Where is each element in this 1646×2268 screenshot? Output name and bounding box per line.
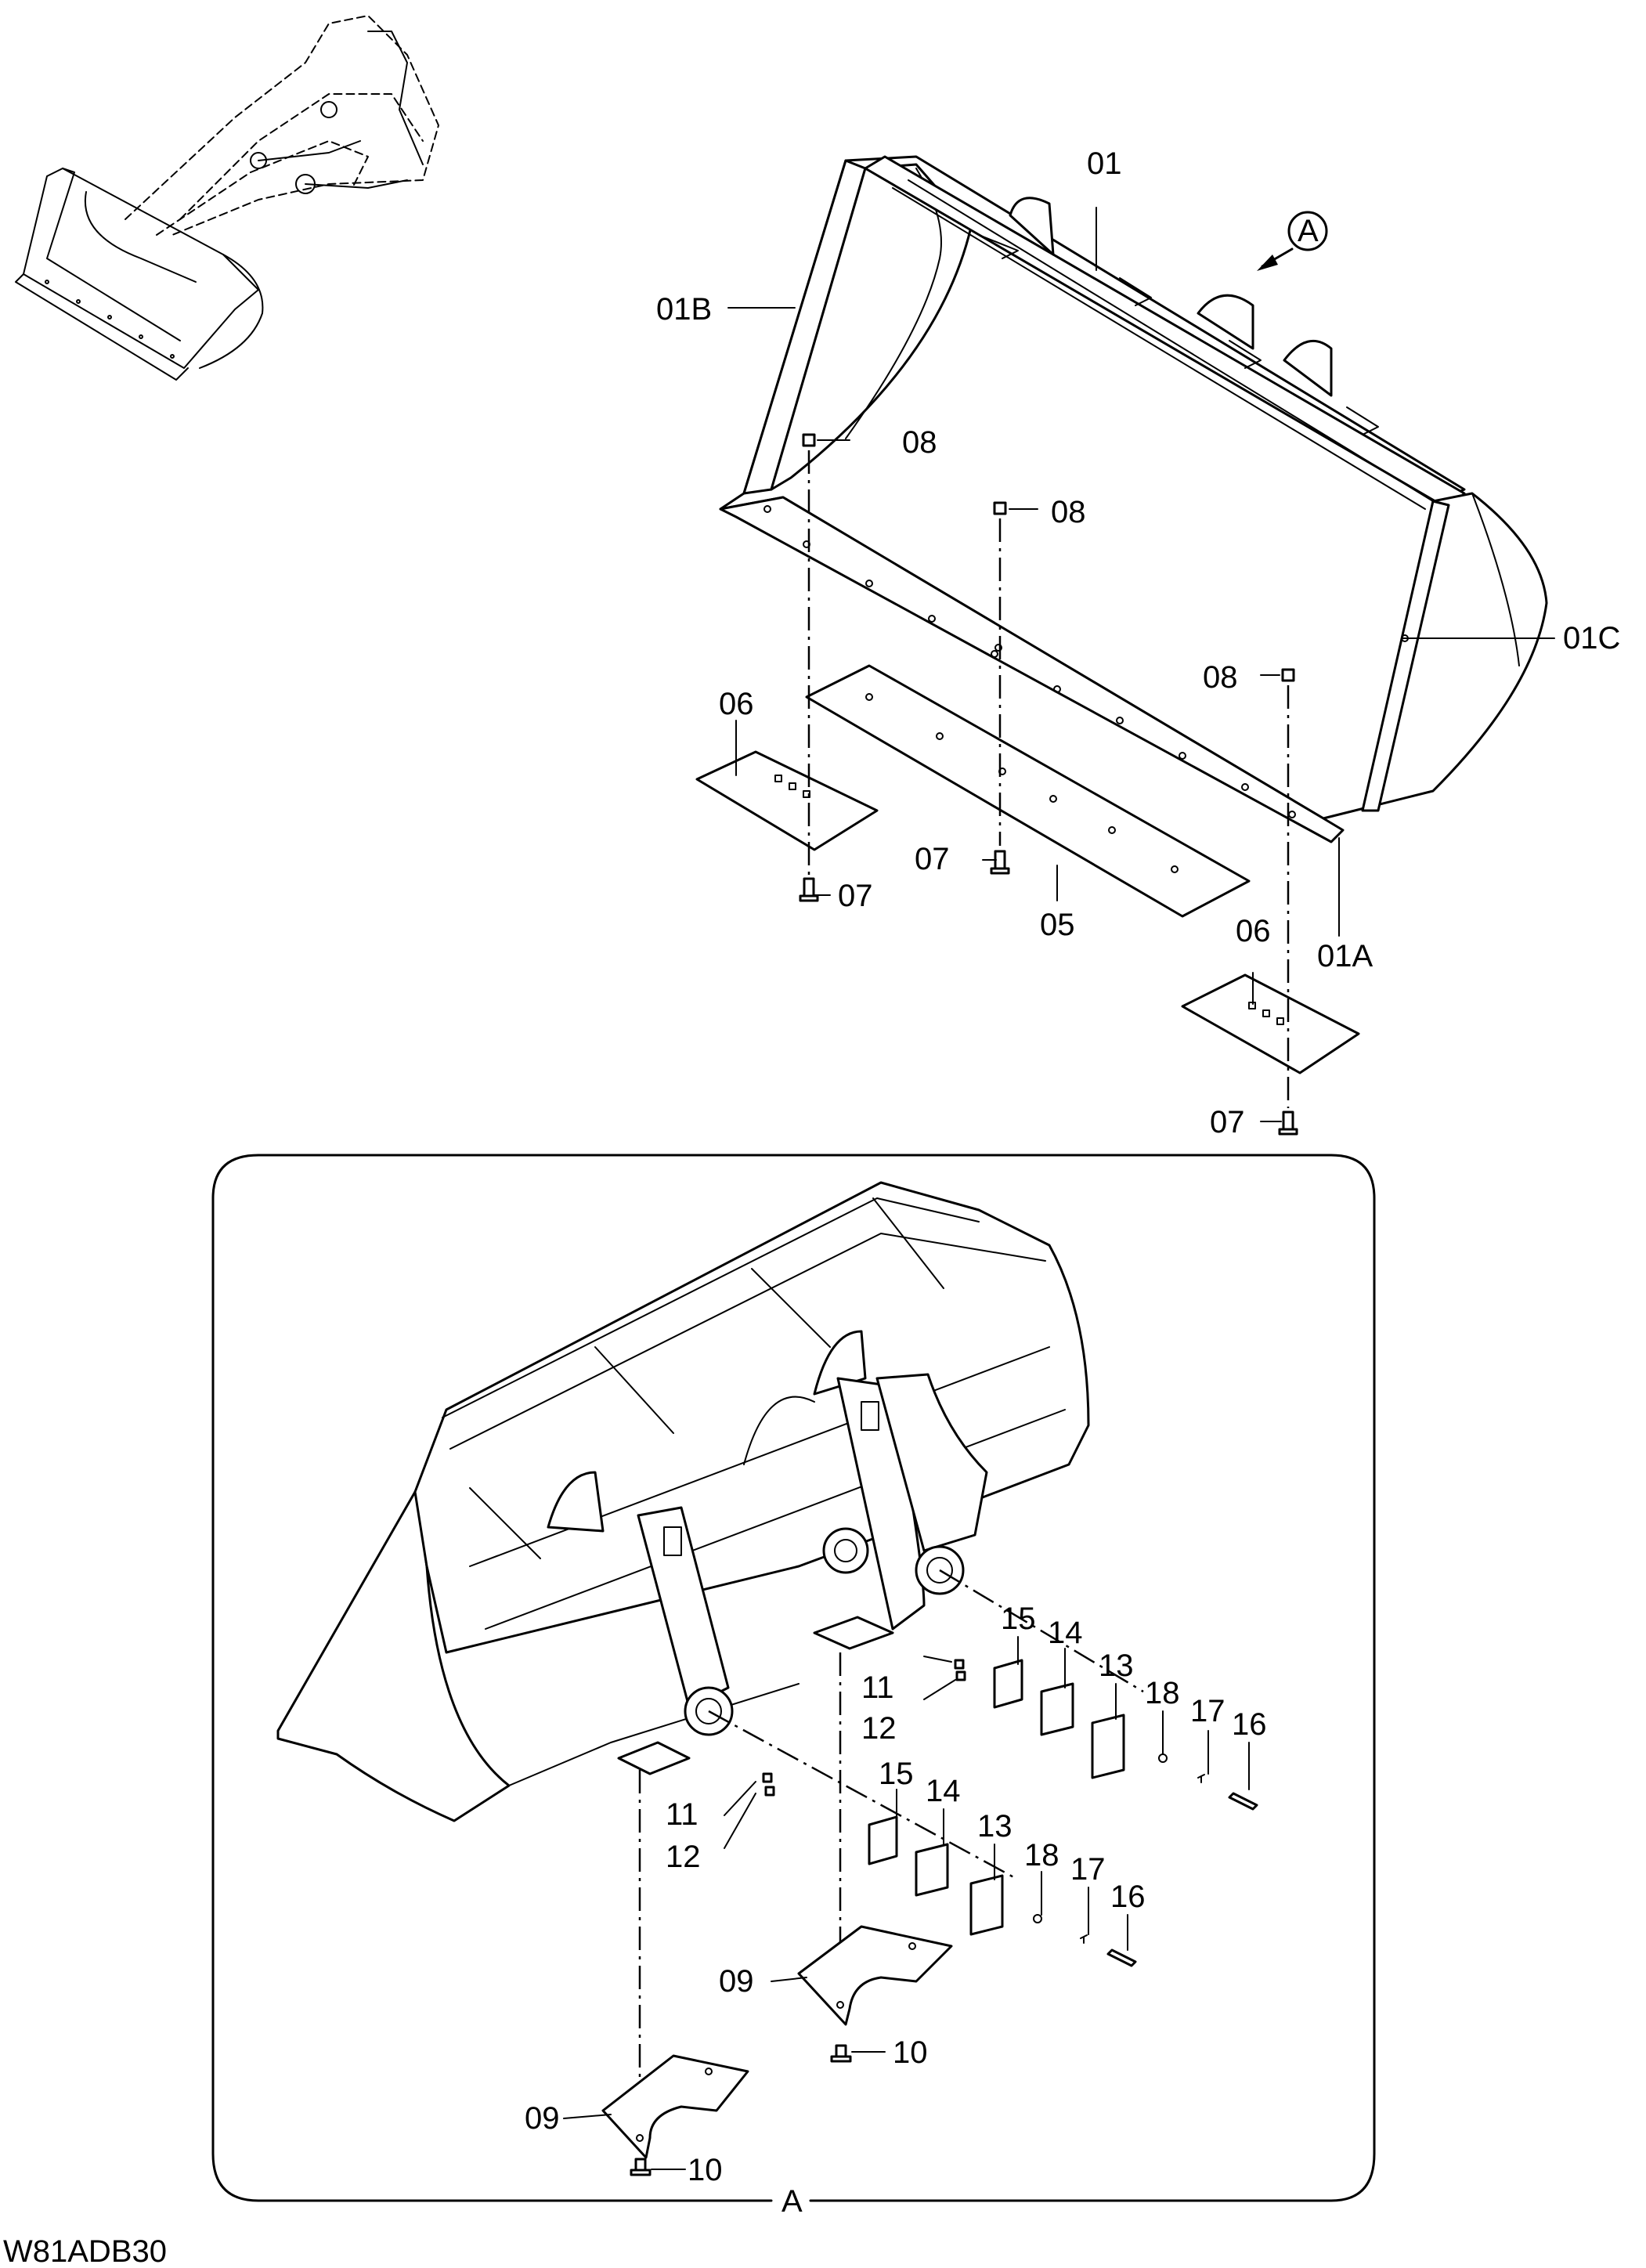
callout-16-a: 16 xyxy=(1232,1707,1267,1742)
callout-13-a: 13 xyxy=(1099,1649,1134,1683)
callout-10-a: 10 xyxy=(893,2035,928,2070)
callout-12-b: 12 xyxy=(666,1840,701,1874)
callout-01B: 01B xyxy=(656,292,712,327)
callout-15-b: 15 xyxy=(879,1757,914,1791)
detail-bucket xyxy=(276,1181,1144,1881)
callout-14-b: 14 xyxy=(926,1774,961,1808)
callout-08-a: 08 xyxy=(902,425,937,460)
callout-18-b: 18 xyxy=(1024,1838,1059,1873)
callout-17-b: 17 xyxy=(1070,1852,1106,1887)
callout-05: 05 xyxy=(1040,908,1075,942)
callout-10-b: 10 xyxy=(688,2153,723,2187)
view-marker-a xyxy=(1257,211,1328,271)
detail-view-a xyxy=(211,1154,1376,2202)
callout-09-a: 09 xyxy=(719,1964,754,1999)
fasteners-top xyxy=(799,433,1298,1136)
wheel-loader-thumbnail xyxy=(15,15,439,381)
callout-01C: 01C xyxy=(1563,621,1620,655)
side-edge-plate-left xyxy=(695,750,879,851)
callout-08-c: 08 xyxy=(1203,660,1238,695)
callout-11-b: 11 xyxy=(666,1797,698,1832)
bucket-assembly xyxy=(719,155,1548,843)
pin-parts-upper xyxy=(954,1659,1258,1811)
callout-08-b: 08 xyxy=(1051,495,1086,529)
callout-labels: 01 01B 08 08 08 01C 06 07 07 05 06 01A 0… xyxy=(3,146,1620,2268)
side-edge-plate-right xyxy=(1181,973,1360,1074)
callout-12-a: 12 xyxy=(861,1711,897,1746)
callout-15-a: 15 xyxy=(1001,1602,1036,1636)
callout-06-a: 06 xyxy=(719,687,754,721)
callout-18-a: 18 xyxy=(1145,1676,1180,1710)
leader-lines xyxy=(563,207,1555,2170)
base-plates xyxy=(601,1652,953,2176)
view-marker-label: A xyxy=(1298,214,1319,248)
callout-13-b: 13 xyxy=(977,1809,1013,1844)
callout-14-a: 14 xyxy=(1048,1616,1083,1650)
pin-parts-lower xyxy=(762,1772,1137,1967)
callout-11-a: 11 xyxy=(861,1670,894,1705)
callout-07-a: 07 xyxy=(838,879,873,913)
callout-01A: 01A xyxy=(1317,939,1373,973)
callout-01: 01 xyxy=(1087,146,1122,181)
callout-17-a: 17 xyxy=(1190,1694,1225,1728)
callout-16-b: 16 xyxy=(1110,1880,1146,1914)
cutting-edge-plate xyxy=(805,664,1251,918)
drawing-code: W81ADB30 xyxy=(3,2234,167,2268)
callout-07-c: 07 xyxy=(1210,1105,1245,1139)
callout-09-b: 09 xyxy=(525,2101,560,2136)
callout-06-b: 06 xyxy=(1236,914,1271,948)
view-caption: A xyxy=(781,2184,803,2219)
callout-07-b: 07 xyxy=(915,842,950,876)
